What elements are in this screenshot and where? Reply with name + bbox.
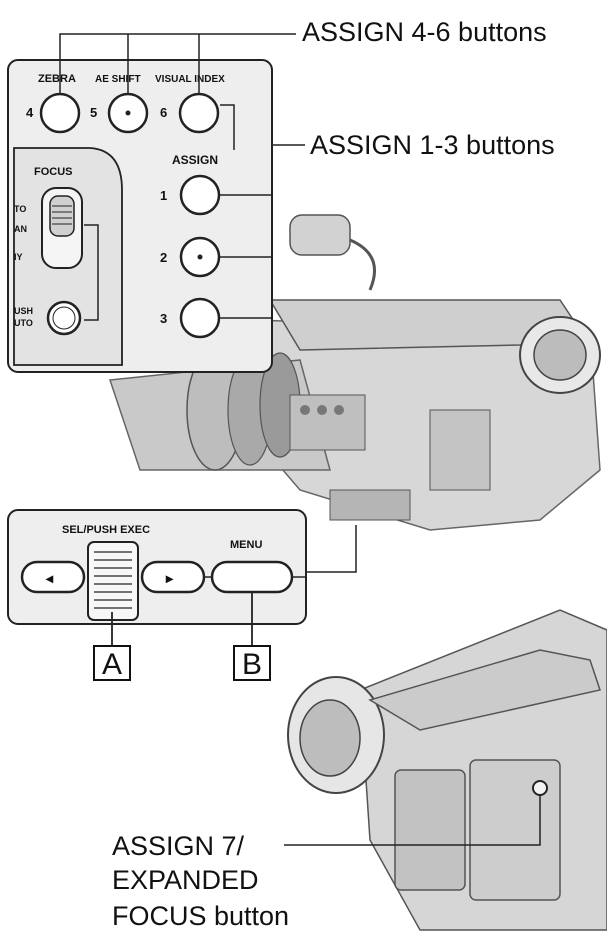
assign-4-button[interactable] <box>39 92 81 134</box>
assign-6-button[interactable] <box>178 92 220 134</box>
visual-index-label: VISUAL INDEX <box>155 74 225 85</box>
top-button-panel: ZEBRA AE SHIFT VISUAL INDEX 4 5 6 FOCUS … <box>7 59 273 373</box>
assign-1-button[interactable] <box>179 174 221 216</box>
focus-inf-label: IY <box>14 252 23 262</box>
button-4-number: 4 <box>26 105 34 120</box>
marker-b: B <box>233 592 271 681</box>
bottom-control-panel: SEL/PUSH EXEC MENU ◂ ▸ <box>7 509 307 625</box>
button-2-number: 2 <box>160 250 167 265</box>
assign-5-button-dot <box>125 110 131 116</box>
focus-label: FOCUS <box>34 166 73 178</box>
assign-7-callout-line <box>284 795 541 846</box>
button-6-number: 6 <box>160 105 167 120</box>
assign-7-callout-line2: EXPANDED <box>112 865 259 895</box>
menu-panel-connector <box>306 525 357 573</box>
left-arrow-icon: ◂ <box>45 570 54 586</box>
focus-man-label: AN <box>14 224 27 234</box>
camcorder-illustration-top <box>108 214 601 531</box>
camcorder-illustration-bottom <box>287 609 607 931</box>
marker-a-label: A <box>102 648 122 681</box>
zebra-label: ZEBRA <box>38 73 76 85</box>
sel-push-exec-label: SEL/PUSH EXEC <box>62 524 150 536</box>
assign-1-3-callout: ASSIGN 1-3 buttons <box>310 130 555 160</box>
focus-auto-label: TO <box>14 204 26 214</box>
button-3-number: 3 <box>160 311 167 326</box>
assign-7-expanded-focus-button[interactable] <box>532 780 548 796</box>
marker-b-label: B <box>242 648 262 681</box>
left-arrow-button[interactable] <box>20 560 86 594</box>
push-label: USH <box>14 306 33 316</box>
right-arrow-icon: ▸ <box>165 570 174 586</box>
callout-lines-top <box>59 33 305 319</box>
assign-label: ASSIGN <box>172 153 218 167</box>
assign-4-6-callout: ASSIGN 4-6 buttons <box>302 17 547 47</box>
ae-shift-label: AE SHIFT <box>95 74 141 85</box>
assign-7-callout-line3: FOCUS button <box>112 901 289 931</box>
marker-a: A <box>93 612 131 681</box>
assign-2-button-dot <box>197 254 203 260</box>
assign-7-callout-line1: ASSIGN 7/ <box>112 831 245 861</box>
button-5-number: 5 <box>90 105 97 120</box>
push-auto-label: UTO <box>14 318 33 328</box>
menu-button[interactable] <box>210 560 294 594</box>
menu-label: MENU <box>230 539 262 551</box>
assign-3-button[interactable] <box>179 297 221 339</box>
button-1-number: 1 <box>160 188 167 203</box>
